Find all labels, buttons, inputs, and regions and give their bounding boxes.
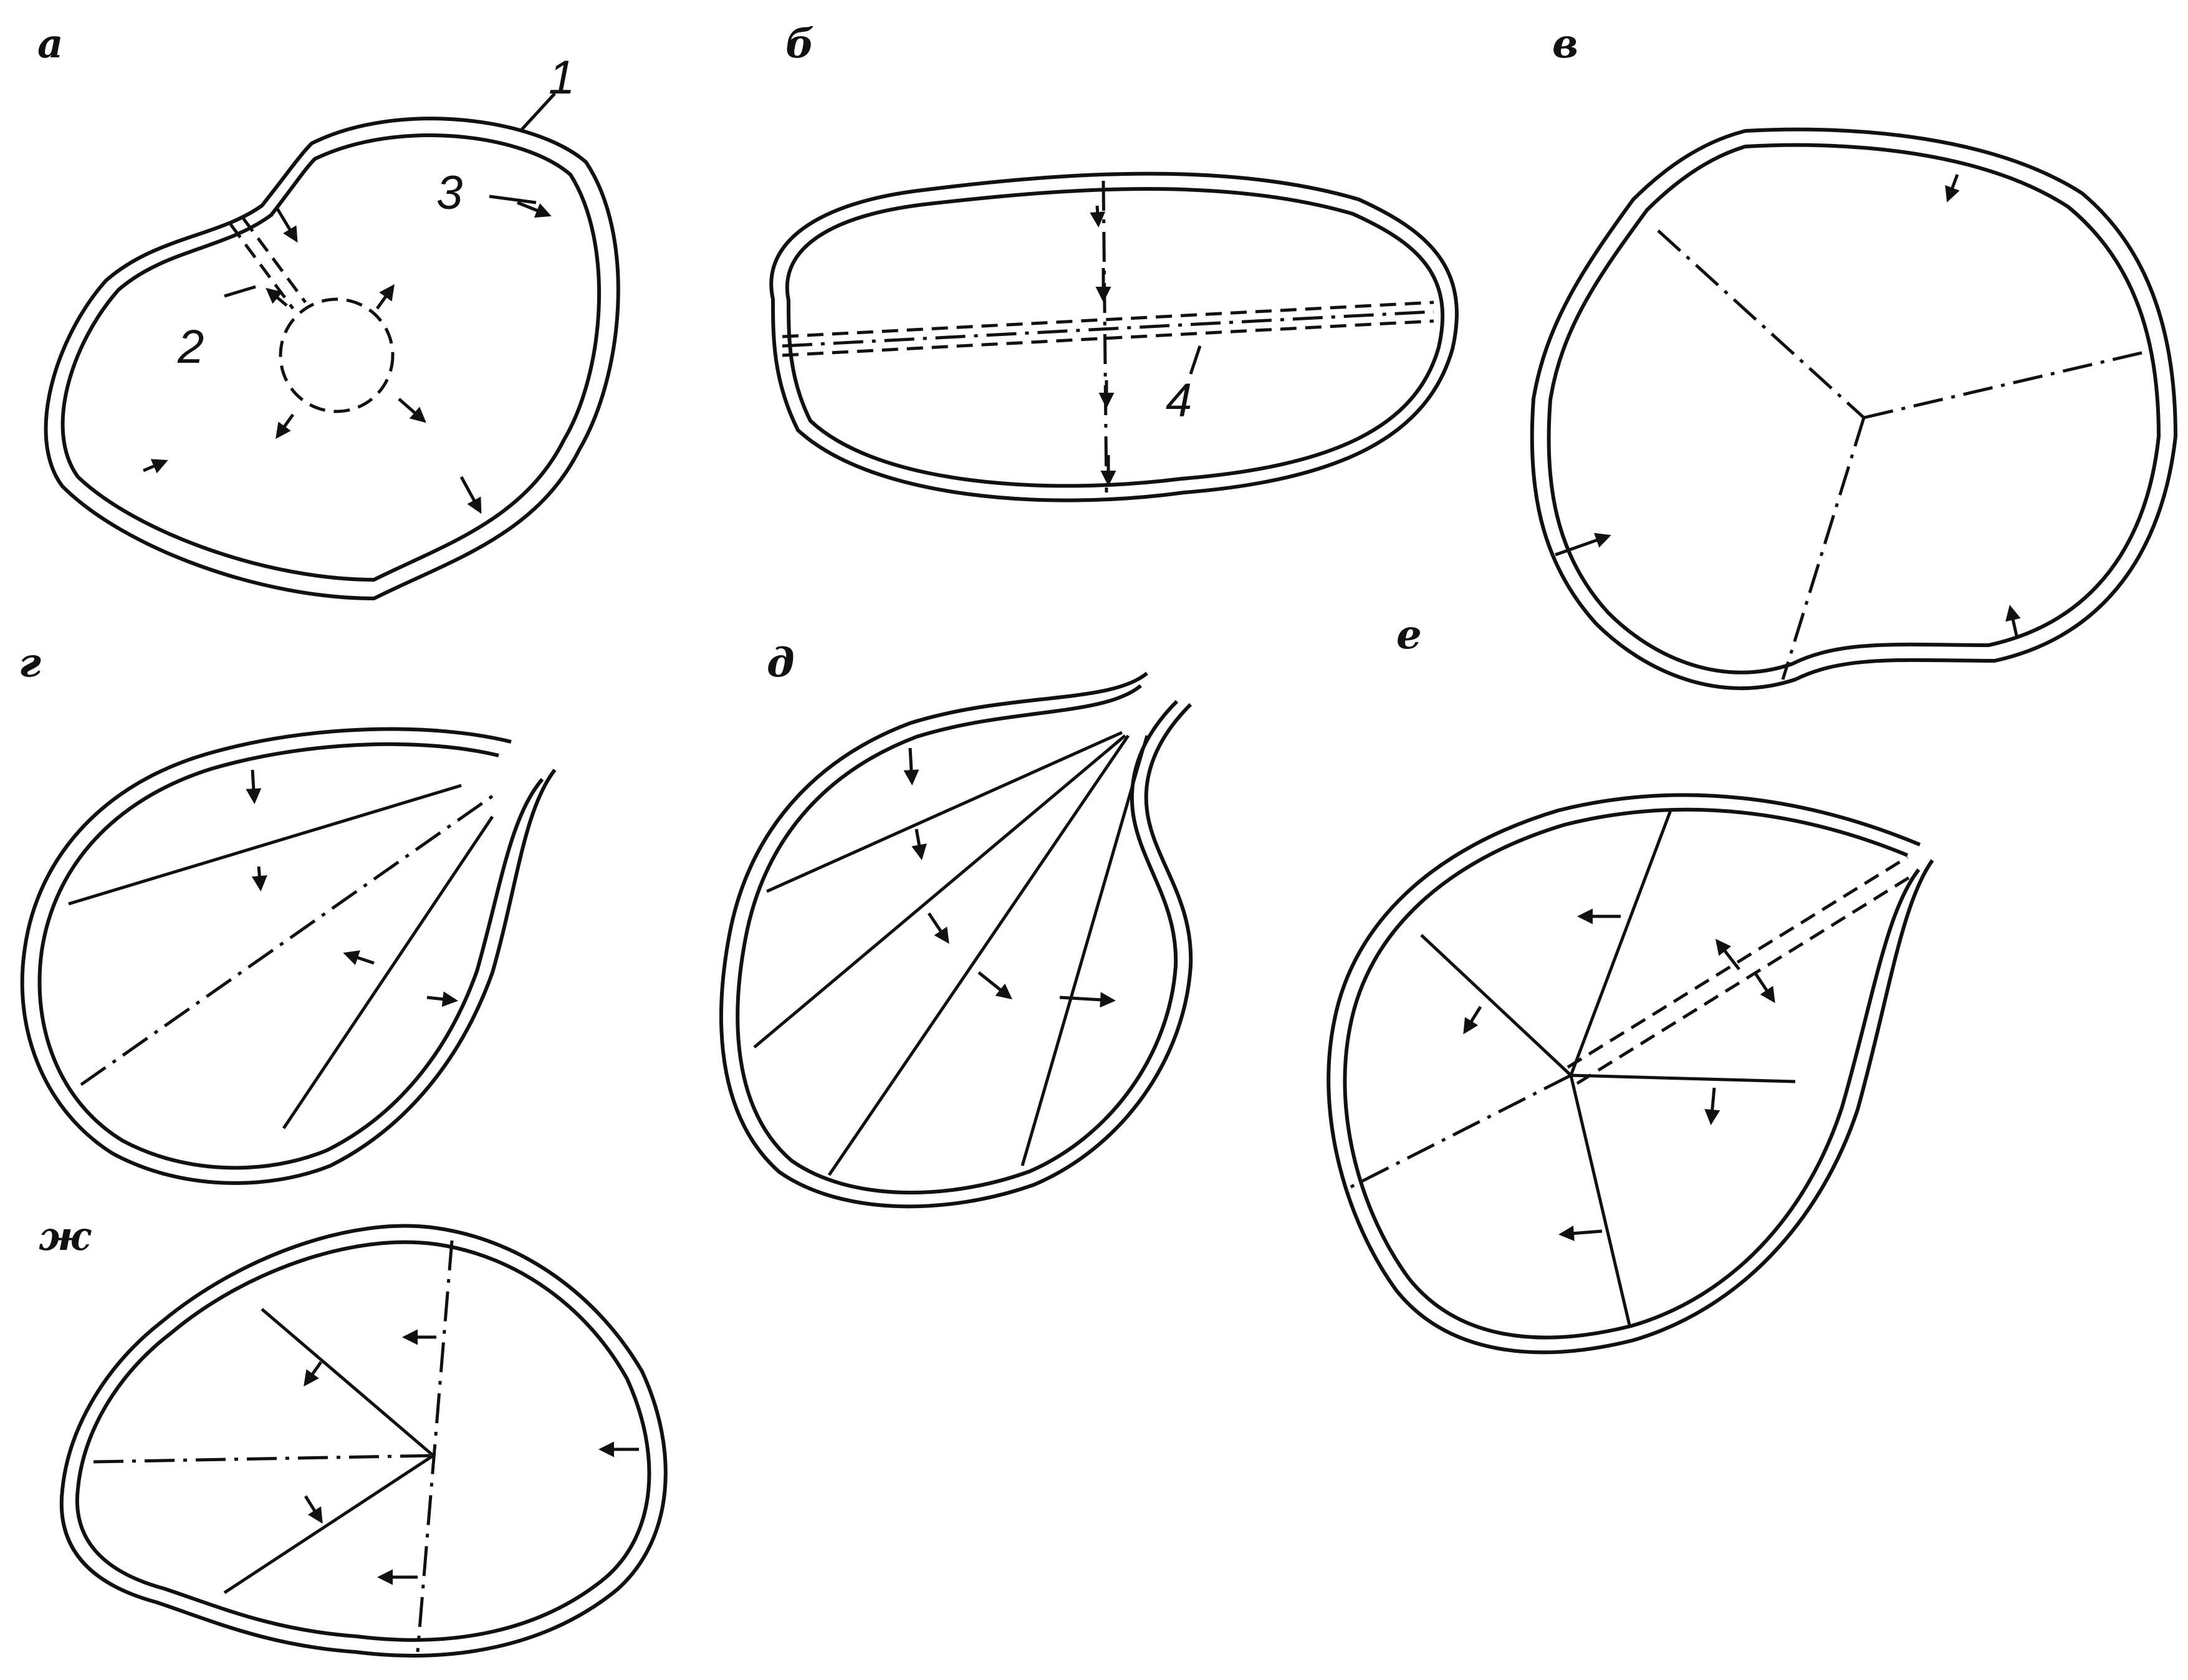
panel-e-midrib-line <box>1568 857 1907 1067</box>
panel-zh-outer-outline <box>62 1226 666 1656</box>
panel-e-vein-line <box>1571 1075 1630 1328</box>
panel-zh-vein-line <box>224 1456 433 1593</box>
panel-v-vein-line <box>1658 231 1864 418</box>
panel-b-midrib-line <box>782 321 1434 355</box>
panel-v-vein-line <box>1783 418 1864 679</box>
panel-e-inner-outline <box>1345 810 1919 1338</box>
panel-g-inner-outline <box>39 744 542 1168</box>
panel-e-growth-arrow <box>1755 972 1773 1001</box>
panel-label-b: б <box>785 21 814 67</box>
panel-a-petiole-line <box>243 218 305 302</box>
panel-label-zh: ж <box>39 1213 92 1260</box>
panel-v: в <box>1532 21 2176 688</box>
panel-e: е <box>1328 612 1932 1352</box>
panel-b: б 4 <box>771 21 1457 501</box>
callout-3: 3 <box>436 166 463 219</box>
panel-a-growth-arrow <box>143 461 165 471</box>
panel-label-v: в <box>1552 21 1578 67</box>
panel-d-growth-arrow <box>916 829 921 857</box>
callout-2: 2 <box>177 320 204 373</box>
panel-b-midrib-line <box>782 302 1434 337</box>
panel-g-vein-line <box>69 785 461 904</box>
panel-e-vein-line <box>1571 1075 1795 1082</box>
panel-zh-inner-outline <box>77 1242 650 1640</box>
panel-a-petiole-line <box>231 224 293 309</box>
panel-label-g: г <box>19 640 41 686</box>
panel-d-growth-arrow <box>910 748 912 782</box>
panel-g-growth-arrow <box>259 866 261 888</box>
panel-b-leader-4 <box>1191 346 1200 374</box>
panel-g-outer-outline <box>22 729 555 1183</box>
panel-a-growth-arrow <box>517 203 549 215</box>
panel-e-outer-outline <box>1328 795 1932 1352</box>
panel-e-vein-line <box>1421 935 1571 1075</box>
panel-a-leader-3 <box>489 196 536 203</box>
panel-g-vein-line <box>284 817 492 1128</box>
panel-a: а 1 2 3 <box>37 21 618 598</box>
panel-g-growth-arrow <box>252 770 254 801</box>
panel-zh-growth-arrow <box>305 1496 321 1521</box>
panel-g: г <box>19 640 555 1183</box>
panel-e-growth-arrow <box>1562 1231 1602 1234</box>
panel-e-growth-arrow <box>1465 1007 1480 1032</box>
panel-a-leader-2 <box>224 287 256 296</box>
panel-a-growth-arrow <box>377 287 393 309</box>
panel-a-growth-arrow <box>399 399 424 421</box>
panel-d-growth-arrow <box>979 972 1010 997</box>
panel-a-growth-center-circle <box>281 299 393 411</box>
panel-d-outer-outline <box>721 673 1191 1206</box>
panel-label-d: д <box>767 640 795 686</box>
panel-e-growth-arrow <box>1711 1088 1714 1122</box>
panel-d: д <box>721 640 1191 1206</box>
panel-zh-growth-arrow <box>305 1362 321 1384</box>
panel-g-growth-arrow <box>427 997 455 1001</box>
panel-d-vein-line <box>767 732 1122 891</box>
panel-v-growth-arrow <box>2010 608 2017 636</box>
panel-label-e: е <box>1396 612 1422 658</box>
panel-d-growth-arrow <box>1060 997 1113 1001</box>
panel-a-growth-arrow <box>277 415 293 436</box>
panel-b-midrib-line <box>782 312 1434 346</box>
panel-b-vertical-axis <box>1103 181 1106 492</box>
callout-1: 1 <box>549 51 575 104</box>
panel-e-growth-arrow <box>1717 941 1739 969</box>
panel-b-growth-arrow <box>1097 206 1098 224</box>
panel-g-growth-arrow <box>346 954 374 963</box>
panel-e-vein-line <box>1350 1075 1571 1188</box>
panel-zh-vein-line <box>94 1456 433 1462</box>
panel-a-growth-arrow <box>277 209 296 240</box>
panel-v-growth-arrow <box>1948 175 1957 199</box>
callout-4: 4 <box>1166 374 1192 427</box>
panel-d-growth-arrow <box>929 913 948 941</box>
panel-a-outer-outline <box>46 118 618 598</box>
panel-label-a: а <box>37 21 63 67</box>
panel-e-midrib-line <box>1577 873 1917 1083</box>
panel-zh-vein-line <box>262 1309 433 1456</box>
panel-v-vein-line <box>1864 352 2144 418</box>
panel-zh: ж <box>39 1213 666 1656</box>
panel-a-growth-arrow <box>461 477 480 511</box>
